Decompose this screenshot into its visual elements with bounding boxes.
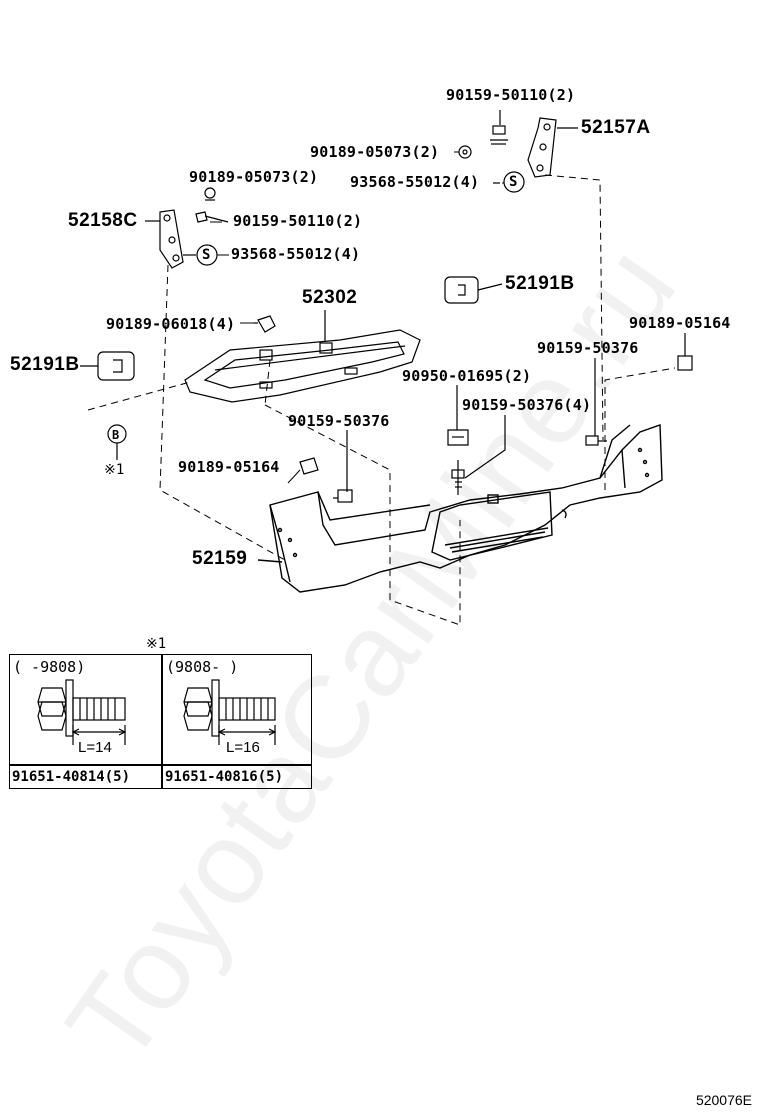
b-mark: B (112, 428, 120, 442)
table-divider-vertical (161, 655, 163, 788)
label-90159-50110-left: 90159-50110(2) (233, 212, 363, 230)
clip-90189-05164-right (677, 333, 693, 371)
bolt-90159-50376-4 (451, 415, 506, 495)
right-length: L=16 (226, 739, 260, 756)
right-date-range: (9808- ) (166, 658, 239, 676)
bolt-icon-l14 (37, 679, 127, 745)
fastener-table: ( -9808) (9808- ) L=14 L=16 91651-40814(… (9, 654, 312, 789)
label-90189-05164-center: 90189-05164 (178, 458, 280, 476)
label-90159-50376-center: 90159-50376 (288, 412, 390, 430)
s-circle-right (503, 171, 525, 193)
label-90189-06018: 90189-06018(4) (106, 315, 236, 333)
s-mark-right: S (509, 174, 518, 190)
bracket-52157a (527, 117, 578, 178)
label-90950-01695: 90950-01695(2) (402, 367, 532, 385)
bolt-90159-50376-center (333, 430, 353, 503)
rear-bumper-52159 (257, 424, 663, 593)
bracket-52158c (145, 209, 196, 269)
table-ref-mark: ※1 (146, 636, 167, 652)
table-divider-horizontal (10, 764, 311, 766)
label-52157a: 52157A (581, 117, 651, 138)
label-90159-50376-4: 90159-50376(4) (462, 396, 592, 414)
nut-90189-05073-left (195, 187, 229, 223)
bolt-90159-50110-top (490, 110, 508, 145)
label-90189-05073-right: 90189-05073(2) (310, 143, 440, 161)
clip-90950-01695 (447, 385, 469, 446)
nut-90189-05073-right (458, 145, 472, 159)
label-52302: 52302 (302, 287, 358, 308)
label-90189-05073-left: 90189-05073(2) (189, 168, 319, 186)
note-mark: ※1 (104, 462, 125, 478)
label-90189-05164-right: 90189-05164 (629, 314, 731, 332)
left-part-number: 91651-40814(5) (12, 769, 131, 785)
label-52191b-right: 52191B (505, 273, 575, 294)
image-id: 520076E (695, 1092, 752, 1108)
clip-90189-06018 (254, 315, 276, 333)
label-93568-55012-right: 93568-55012(4) (350, 173, 480, 191)
right-part-number: 91651-40816(5) (165, 769, 284, 785)
cap-52191b-left (80, 351, 135, 381)
label-90159-50376-right: 90159-50376 (537, 339, 639, 357)
bolt-90159-50376-right (585, 358, 607, 446)
leader-lines (210, 151, 504, 484)
clip-90189-05164-center (299, 457, 319, 475)
left-length: L=14 (78, 739, 112, 756)
s-mark-left: S (202, 247, 211, 263)
left-date-range: ( -9808) (13, 658, 86, 676)
label-52158c: 52158C (68, 210, 138, 231)
step-plate-52302 (184, 310, 421, 403)
cap-52191b-right (444, 276, 503, 304)
label-90159-50110-top: 90159-50110(2) (446, 86, 576, 104)
label-52159: 52159 (192, 548, 248, 569)
label-93568-55012-left: 93568-55012(4) (231, 245, 361, 263)
bolt-icon-l16 (183, 679, 277, 745)
label-52191b-left: 52191B (10, 354, 80, 375)
